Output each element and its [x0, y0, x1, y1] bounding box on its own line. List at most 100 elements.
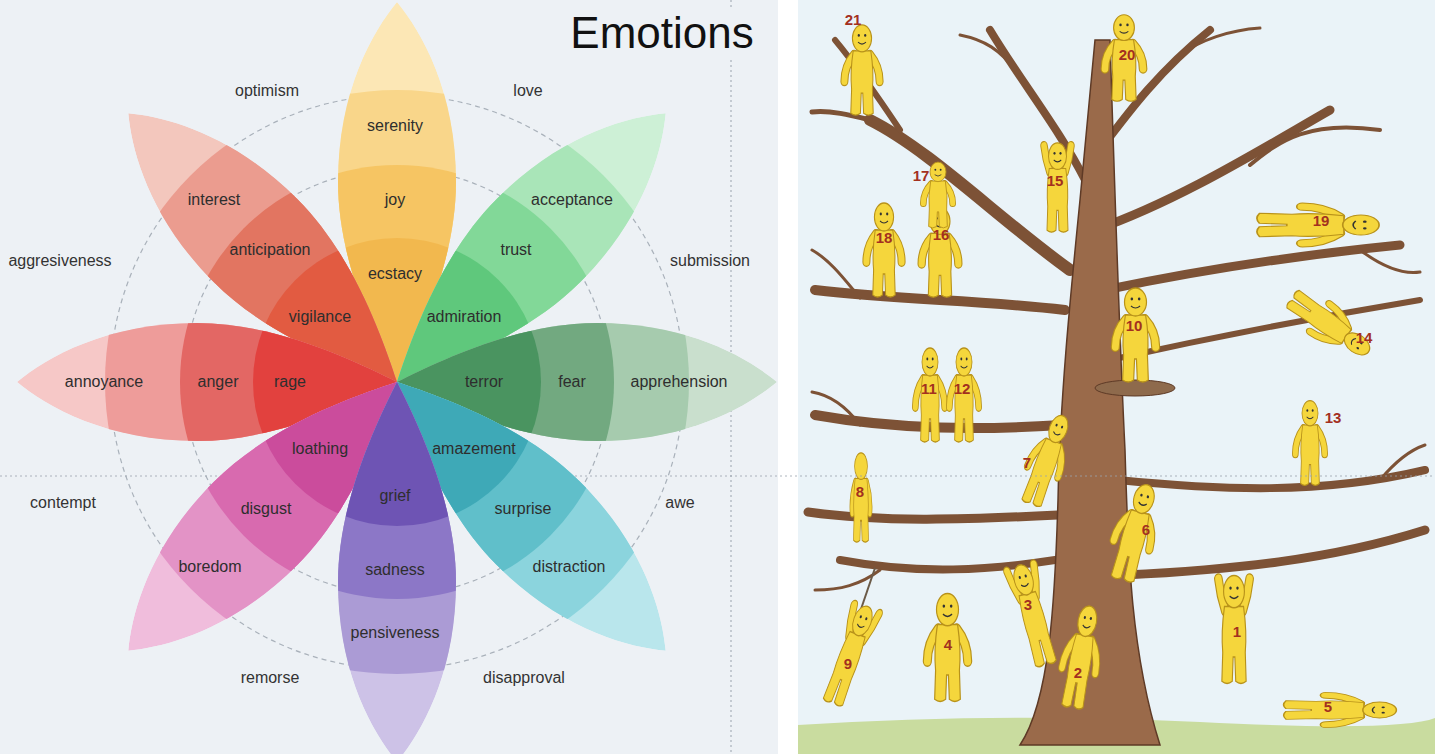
callout-number: 14: [1356, 329, 1373, 346]
petal-shape: [253, 238, 541, 526]
blob-figures: [820, 15, 1396, 725]
callout-number: 16: [933, 226, 950, 243]
petal-shape: [180, 165, 614, 599]
petal-shape: [105, 90, 689, 674]
petal-shape: [105, 90, 689, 754]
emotion-label: vigilance: [289, 308, 351, 326]
petal-shape: [253, 238, 541, 526]
emotion-label: annoyance: [65, 373, 143, 391]
callout-number: 9: [844, 655, 852, 672]
callout-number: 7: [1023, 454, 1031, 471]
blob-figures: [1044, 143, 1071, 232]
dyad-label: optimism: [233, 82, 301, 100]
emotion-label: serenity: [367, 117, 423, 135]
petal-shape: [180, 165, 614, 599]
emotion-label: disgust: [241, 500, 292, 518]
tree-branches: [812, 392, 860, 425]
emotion-petal: pensivenesssadnessgrief: [338, 382, 457, 754]
callout-number: 8: [856, 483, 864, 500]
emotion-label: joy: [385, 191, 405, 209]
blob-figures: [1295, 401, 1324, 486]
blob-figures: [1257, 207, 1379, 244]
tree-illustration: [798, 0, 1435, 754]
blob-figures: [1218, 575, 1249, 683]
guide-lines: [0, 476, 1435, 477]
blob-figures: [844, 25, 879, 115]
tree-branches: [1105, 245, 1400, 290]
rope: [860, 568, 875, 612]
emotion-label: interest: [188, 191, 240, 209]
emotion-label: terror: [465, 373, 503, 391]
petal-shape: [105, 90, 689, 674]
tree-branches: [1360, 250, 1420, 273]
petal-shape: [253, 238, 541, 526]
tree-platform: [1095, 380, 1175, 396]
callout-number: 12: [954, 380, 971, 397]
callout-number: 15: [1047, 172, 1064, 189]
blob-figures: [1104, 480, 1165, 585]
petal-shape: [105, 90, 689, 674]
petal-shape: [253, 238, 541, 526]
blob-figures: [1006, 561, 1059, 668]
tree-branches: [815, 290, 1065, 310]
tree-branches: [1125, 530, 1425, 575]
petal-shape: [180, 165, 614, 599]
callout-number: 4: [944, 636, 952, 653]
blob-figures: [915, 348, 944, 442]
callout-number: 6: [1142, 521, 1150, 538]
blob-figures: [1115, 288, 1155, 382]
tree-branches: [1095, 110, 1330, 230]
dyad-label: remorse: [239, 669, 302, 687]
petal-shape: [105, 90, 689, 674]
petal-shape: [180, 165, 614, 599]
blob-figures: [820, 602, 880, 708]
tree-branches: [812, 112, 870, 120]
petal-shape: [17, 90, 689, 674]
dyad-label: submission: [668, 252, 752, 270]
petal-shape: [180, 165, 614, 599]
emotion-label: acceptance: [531, 191, 613, 209]
left-panel: [0, 0, 778, 754]
blob-figures: [927, 593, 967, 701]
dyad-label: love: [511, 82, 544, 100]
tree-branches: [1180, 28, 1260, 55]
petal-shape: [105, 90, 689, 674]
emotion-label: surprise: [495, 500, 552, 518]
petal-shape: [180, 165, 614, 599]
blob-figures: [1055, 603, 1106, 711]
dyad-label: contempt: [28, 494, 98, 512]
emotion-label: rage: [274, 373, 306, 391]
emotion-label: sadness: [365, 561, 425, 579]
petal-shape: [105, 90, 689, 674]
blob-figures: [1282, 284, 1378, 366]
petal-shape: [105, 90, 689, 674]
dyad-label: awe: [663, 494, 696, 512]
diagram-title: Emotions: [567, 8, 756, 59]
petal-shape: [105, 90, 689, 674]
petal-shape: [105, 90, 777, 674]
emotion-label: loathing: [292, 440, 348, 458]
left-panel: [0, 0, 778, 754]
tree-illustration: [798, 0, 1435, 754]
blob-figures: [1016, 410, 1078, 509]
emotion-label: anticipation: [230, 241, 311, 259]
petal-shape: [253, 238, 541, 526]
petal-shape: [105, 90, 689, 674]
callout-number: 19: [1313, 212, 1330, 229]
dyad-label: aggresiveness: [6, 252, 113, 270]
tree-branches: [1380, 445, 1425, 480]
petal-shape: [180, 165, 614, 599]
emotion-label: amazement: [432, 440, 516, 458]
emotion-label: distraction: [533, 558, 606, 576]
callout-number: 10: [1126, 317, 1143, 334]
emotion-label: boredom: [178, 558, 241, 576]
petal-shape: [105, 90, 689, 674]
callout-number: 13: [1325, 409, 1342, 426]
emotion-label: anger: [198, 373, 239, 391]
petal-shape: [105, 90, 689, 674]
blob-figures: [852, 453, 869, 542]
callout-number: 21: [845, 11, 862, 28]
petal-shape: [253, 238, 541, 526]
callout-number: 20: [1119, 46, 1136, 63]
